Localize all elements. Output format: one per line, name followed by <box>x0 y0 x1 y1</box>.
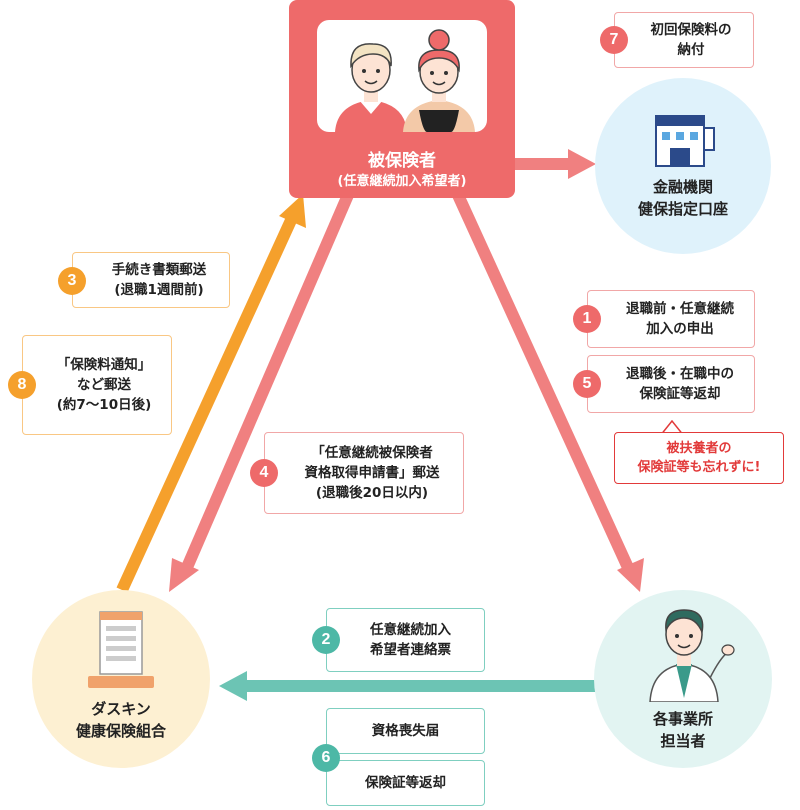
step-6-badge: 6 <box>312 744 340 772</box>
bank-icon <box>652 112 716 168</box>
step-3-box: 手続き書類郵送 (退職1週間前) <box>72 252 230 308</box>
arrow-insured-to-employer <box>452 192 636 575</box>
arrow-union-to-insured <box>116 215 298 593</box>
step-8-text: 「保険料通知」 など郵送 (約7〜10日後) <box>56 357 152 413</box>
step-2-text: 任意継続加入 希望者連絡票 <box>370 622 451 658</box>
step-1-text: 退職前・任意継続 加入の申出 <box>626 301 734 337</box>
arrowhead-insured-to-bank <box>568 149 596 179</box>
step-1-badge: 1 <box>573 305 601 333</box>
step-4-badge: 4 <box>250 459 278 487</box>
step-6-box-b: 保険証等返却 <box>326 760 485 806</box>
arrowhead-insured-to-union <box>169 558 199 592</box>
building-icon <box>94 606 148 676</box>
union-label: ダスキン 健康保険組合 <box>75 700 166 740</box>
step-6-text-b: 保険証等返却 <box>365 775 446 791</box>
step-3-badge: 3 <box>58 267 86 295</box>
couple-illustration <box>317 20 487 132</box>
step-7-text: 初回保険料の 納付 <box>650 22 732 58</box>
bank-label: 金融機関 健保指定口座 <box>637 178 728 218</box>
step-8-box: 「保険料通知」 など郵送 (約7〜10日後) <box>22 335 172 435</box>
step-4-box: 「任意継続被保険者 資格取得申請書」郵送 (退職後20日以内) <box>264 432 464 514</box>
step-5-badge: 5 <box>573 370 601 398</box>
step-7-box: 初回保険料の 納付 <box>614 12 754 68</box>
union-base-bar <box>88 676 154 688</box>
step-2-box: 任意継続加入 希望者連絡票 <box>326 608 485 672</box>
arrowhead-employer-to-union <box>219 671 247 701</box>
step-3-text: 手続き書類郵送 (退職1週間前) <box>111 262 207 298</box>
employer-label: 各事業所 担当者 <box>652 710 713 750</box>
arrowhead-insured-to-employer <box>617 558 644 592</box>
step-4-text: 「任意継続被保険者 資格取得申請書」郵送 (退職後20日以内) <box>304 445 440 501</box>
step-6-text-a: 資格喪失届 <box>371 723 440 739</box>
step-5-text: 退職後・在職中の 保険証等返却 <box>626 366 734 402</box>
step-5-box: 退職後・在職中の 保険証等返却 <box>587 355 755 413</box>
insured-title: 被保険者 <box>368 151 436 171</box>
dependents-warning: 被扶養者の 保険証等も忘れずに! <box>614 432 784 484</box>
step-7-badge: 7 <box>600 26 628 54</box>
arrow-insured-to-union <box>179 192 354 575</box>
arrowhead-union-to-insured <box>279 194 306 228</box>
insured-node: 被保険者 (任意継続加入希望者) <box>289 0 515 198</box>
employee-illustration <box>640 598 736 703</box>
step-6-box-a: 資格喪失届 <box>326 708 485 754</box>
step-8-badge: 8 <box>8 371 36 399</box>
step-1-box: 退職前・任意継続 加入の申出 <box>587 290 755 348</box>
step-2-badge: 2 <box>312 626 340 654</box>
insured-subtitle: (任意継続加入希望者) <box>337 174 467 189</box>
